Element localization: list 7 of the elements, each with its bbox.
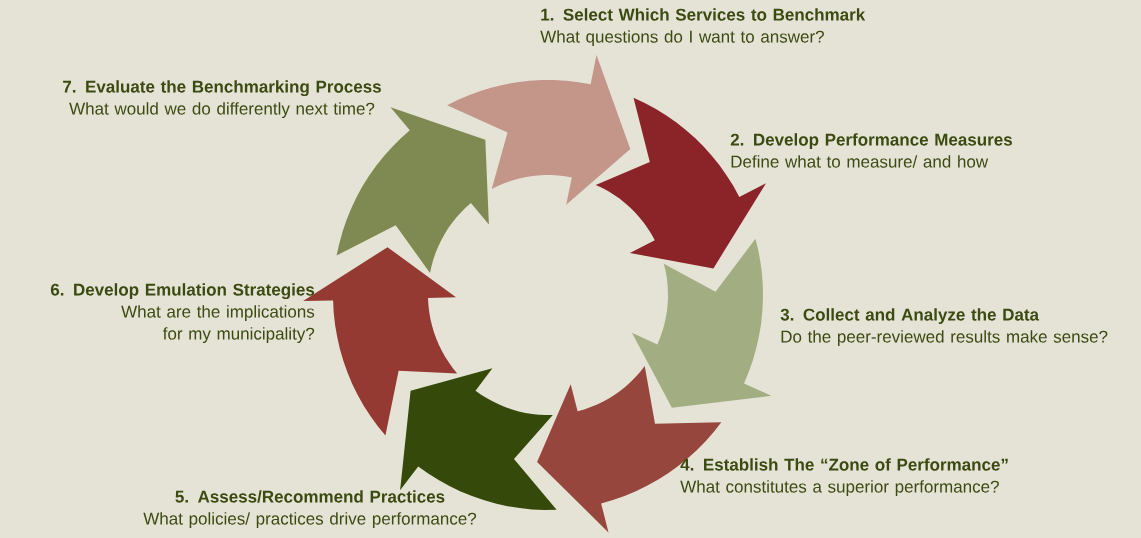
step-text: 2. Develop Performance Measures Define what to measure/ and how [730,133,1012,168]
step-text: 3. Collect and Analyze the Data Do the peer-reviewed results make sense? [780,308,1108,347]
step-text: 1. Select Which Services to Benchmark What questions do I want to answer? [540,8,866,47]
step-text: 4. Establish The “Zone of Performance” What constitutes a superior performance? [680,458,1008,497]
step-text: 5. Assess/Recommend Practices What policies/ practices drive performance? [143,490,477,529]
step-text: 6. Develop Emulation Strategies What are the implications for my municipality? [50,283,315,344]
step-text: 7. Evaluate the Benchmarking Process What would we do differently next time? [63,80,381,119]
